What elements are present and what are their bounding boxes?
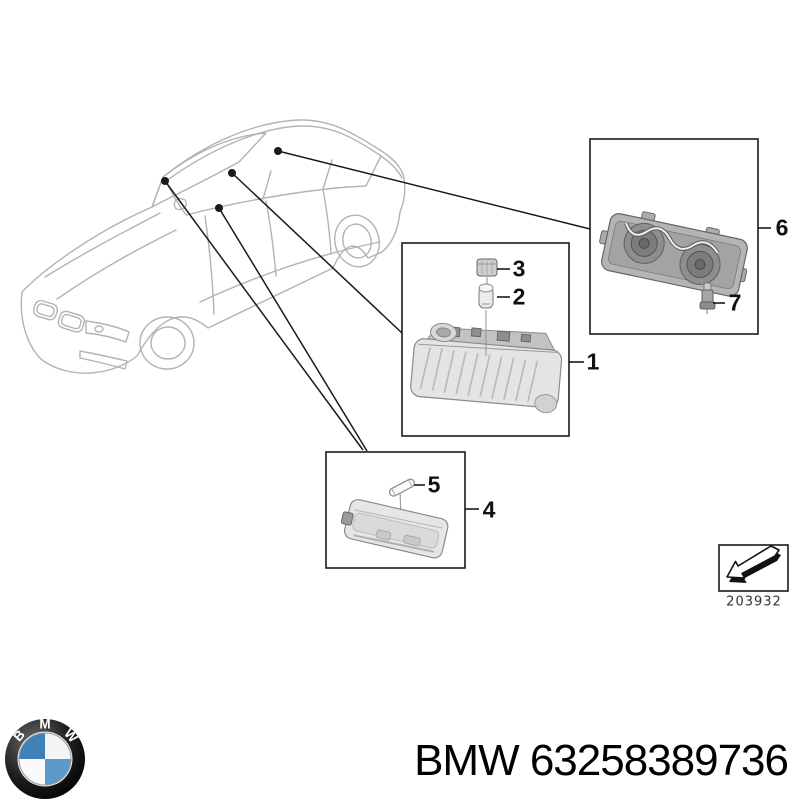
car-mirror [173,198,188,211]
callout-dot [274,147,282,155]
part-1-lens-dome [534,394,558,414]
car-glasshouse [165,125,382,216]
wiring-harness-highlight [625,222,719,254]
bmw-logo-quadrant-blue-tl [19,733,45,759]
car-door-seam-front [204,215,215,315]
callout-label-6[interactable]: 6 [775,214,789,241]
part-1-ribs [419,347,539,403]
stamp-arrow-icon [726,545,781,583]
callout-line-rear-dome [277,150,591,230]
callout-line-mid-light [231,172,403,334]
stamp-number: 203932 [726,594,782,610]
callout-label-7[interactable]: 7 [728,289,742,316]
callout-lines [164,150,591,452]
part-5-festoon-bulb [388,478,415,497]
part-3-connector-cap [476,258,498,277]
car-headlight [85,320,130,343]
part-4-latch [340,511,354,526]
callout-dots [161,147,282,212]
part-number-title: BMW 63258389736 [414,736,789,785]
label-leader-lines [414,227,771,510]
callout-label-5[interactable]: 5 [427,471,441,498]
car-door-seam-mid [265,200,277,277]
car-front-rim [150,326,186,360]
car-hood-crease-1 [44,212,161,278]
stamp-box [718,544,789,592]
callout-dot [228,169,236,177]
bmw-logo-quadrant-white-bl [19,759,45,785]
callout-label-3[interactable]: 3 [512,255,526,282]
part-6-rear-light-housing [599,211,748,297]
car-door-seam-rear [322,188,332,255]
part-1-front-reading-light [410,322,563,414]
car-line-art [20,119,406,374]
part-2-bulb [478,283,494,309]
bmw-logo-quadrant-blue-br [45,759,71,785]
callout-dot [161,177,169,185]
car-hood-crease-2 [56,229,177,300]
car-b-pillar [262,170,272,200]
part-4-rear-reading-light [340,498,449,559]
callout-label-4[interactable]: 4 [482,496,496,523]
callout-line-rear-reading [218,207,368,452]
car-side-crease [199,241,381,303]
car-trunk-edge [380,155,403,179]
part-7-bulb-socket [699,282,716,314]
bmw-logo-quadrant-white-tr [45,733,71,759]
car-body-outline [20,119,406,374]
callout-dot [215,204,223,212]
car-front-intake [79,350,128,370]
callout-label-2[interactable]: 2 [512,283,526,310]
callout-line-front-light [164,180,364,451]
car-rear-rim [342,223,372,259]
car-front-wheel [139,316,195,370]
bmw-logo-letter-m: M [39,717,50,732]
callout-label-1[interactable]: 1 [586,348,600,375]
bmw-logo: B M W [5,717,85,799]
car-windshield [151,132,267,208]
car-kidney-grille [32,299,85,333]
car-rear-wheel [334,214,380,268]
car-headlight-lens [94,325,104,333]
